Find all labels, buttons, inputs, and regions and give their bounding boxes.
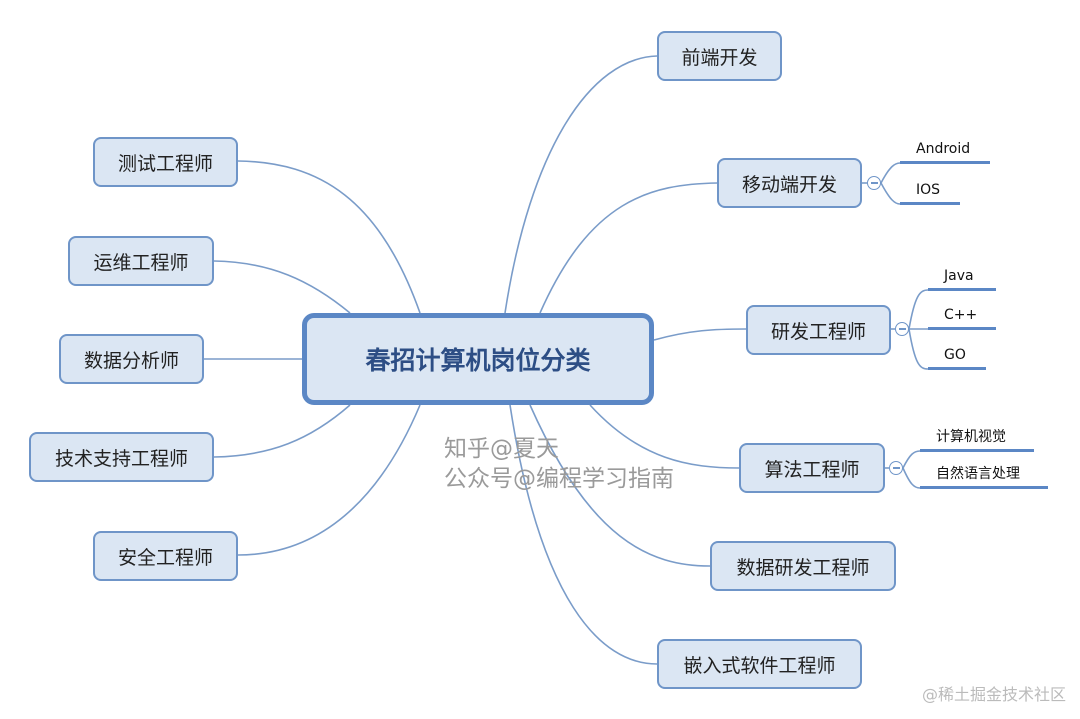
leaf-ios[interactable]: IOS (900, 181, 960, 205)
node-ops-engineer[interactable]: 运维工程师 (68, 236, 214, 286)
node-test-engineer[interactable]: 测试工程师 (93, 137, 238, 187)
node-rd-engineer[interactable]: 研发工程师 (746, 305, 891, 355)
node-data-rd-engineer[interactable]: 数据研发工程师 (710, 541, 896, 591)
link-java (908, 289, 929, 330)
node-security-engineer[interactable]: 安全工程师 (93, 531, 238, 581)
link-frontend (504, 55, 658, 314)
node-label: 数据研发工程师 (736, 556, 870, 579)
link-ios (880, 182, 901, 205)
leaf-java[interactable]: Java (928, 267, 996, 291)
link-mobile (539, 182, 719, 314)
leaf-cpp[interactable]: C++ (928, 306, 996, 330)
node-label: 研发工程师 (770, 320, 866, 343)
minus-circle-icon[interactable] (889, 461, 903, 475)
link-support (213, 404, 351, 458)
link-test (237, 160, 421, 314)
node-data-analyst[interactable]: 数据分析师 (59, 334, 204, 384)
leaf-nlp[interactable]: 自然语言处理 (920, 465, 1048, 489)
node-algorithm-engineer[interactable]: 算法工程师 (739, 443, 885, 493)
link-android (880, 162, 901, 184)
link-ops (213, 260, 351, 314)
node-support-engineer[interactable]: 技术支持工程师 (29, 432, 214, 482)
site-watermark: @稀土掘金技术社区 (921, 685, 1066, 704)
author-watermark: 知乎@夏天 公众号@编程学习指南 (444, 434, 674, 494)
link-embedded (509, 404, 658, 665)
watermark-line-1: 知乎@夏天 (444, 436, 559, 462)
leaf-android[interactable]: Android (900, 140, 990, 164)
node-label: 嵌入式软件工程师 (683, 654, 836, 677)
watermark-line-2: 公众号@编程学习指南 (444, 466, 674, 492)
link-algo (589, 404, 740, 469)
node-label: 安全工程师 (117, 546, 213, 569)
link-cv (902, 450, 921, 469)
leaf-go[interactable]: GO (928, 346, 986, 370)
node-label: 移动端开发 (741, 173, 837, 196)
node-mobile[interactable]: 移动端开发 (717, 158, 862, 208)
link-data-rd (529, 404, 711, 567)
link-security (237, 404, 421, 556)
node-label: 算法工程师 (764, 458, 860, 481)
node-label: 前端开发 (681, 46, 758, 69)
node-label: 数据分析师 (83, 349, 179, 372)
link-nlp (902, 467, 921, 489)
root-node[interactable]: 春招计算机岗位分类 (302, 313, 654, 405)
minus-circle-icon[interactable] (867, 176, 881, 190)
link-rd (653, 328, 747, 341)
node-label: 运维工程师 (93, 251, 189, 274)
root-label: 春招计算机岗位分类 (365, 346, 591, 375)
node-label: 测试工程师 (117, 152, 213, 175)
node-embedded-engineer[interactable]: 嵌入式软件工程师 (657, 639, 862, 689)
link-go (908, 328, 929, 370)
leaf-computer-vision[interactable]: 计算机视觉 (920, 428, 1034, 452)
node-label: 技术支持工程师 (54, 447, 188, 470)
node-frontend[interactable]: 前端开发 (657, 31, 782, 81)
minus-circle-icon[interactable] (895, 322, 909, 336)
